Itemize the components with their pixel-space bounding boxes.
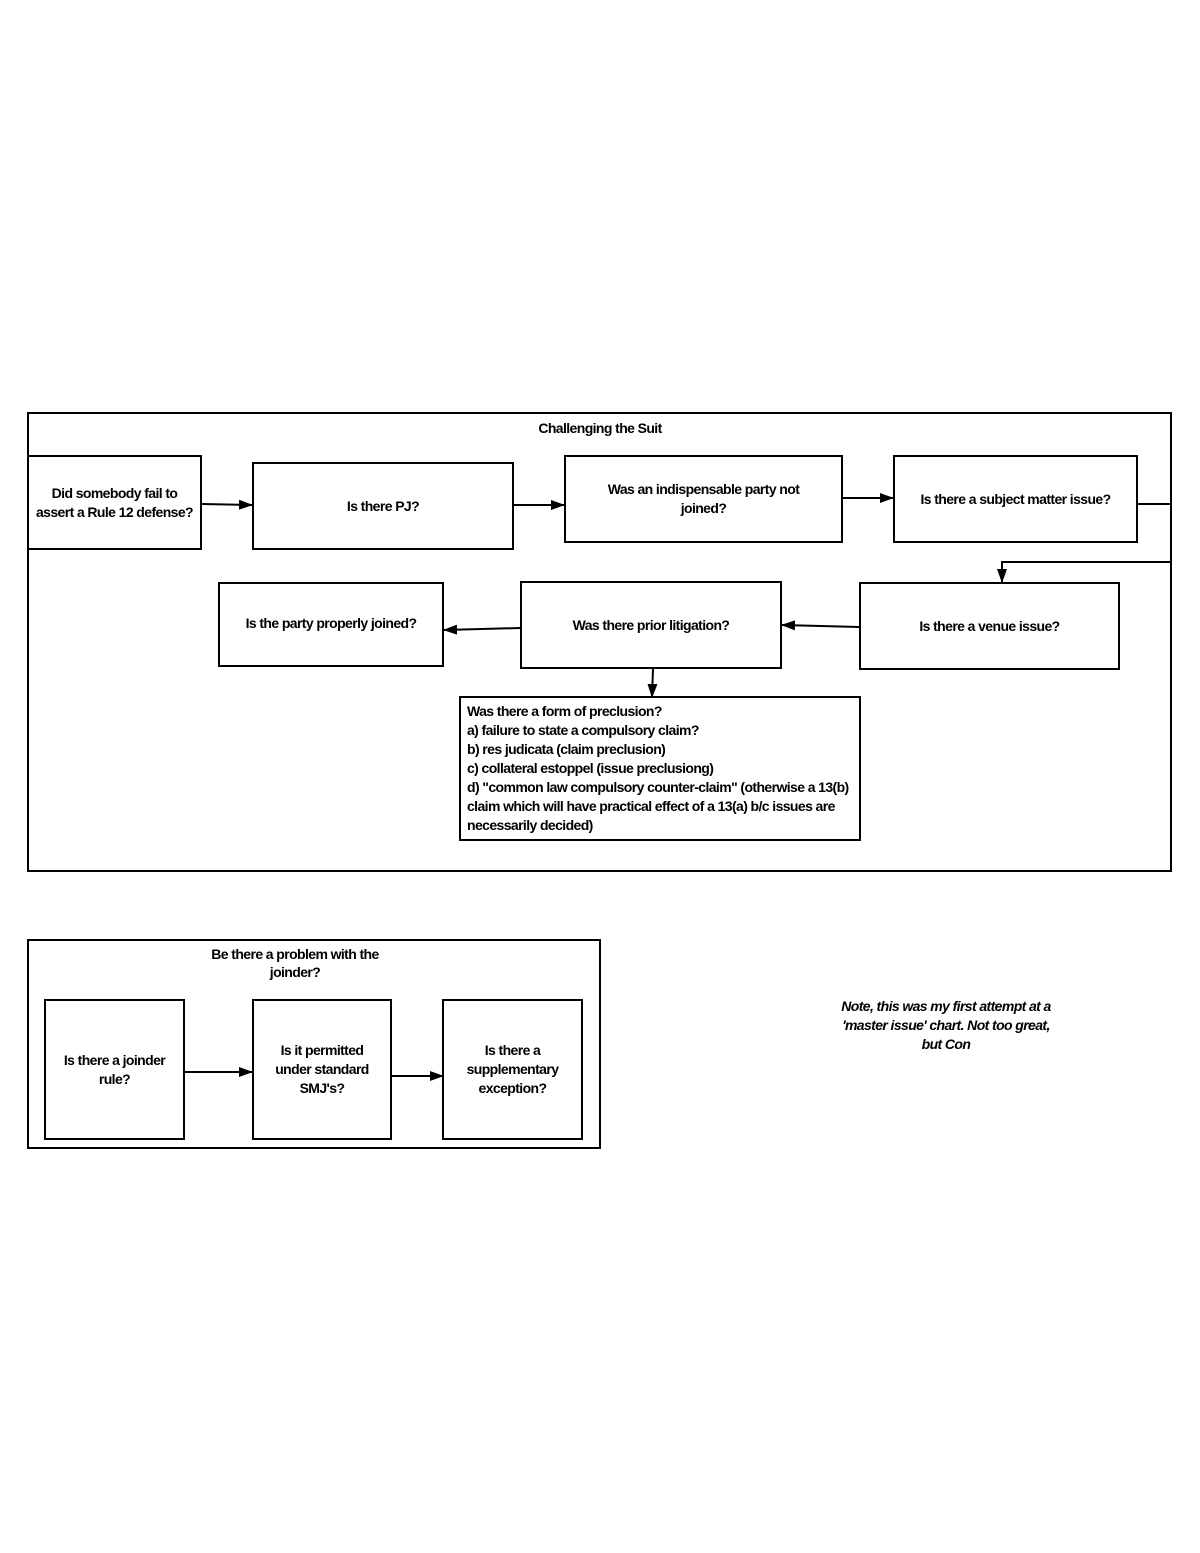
joinder-problem-title: Be there a problem with the joinder? [211,946,379,980]
challenging-the-suit-title: Challenging the Suit [538,420,662,436]
venue-box: Is there a venue issue? [859,582,1120,670]
properly-joined-box: Is the party properly joined? [218,582,444,667]
indispensable-party-box: Was an indispensable party not joined? [564,455,843,543]
joinder-problem-frame [27,939,601,1149]
preclusion-item: a) failure to state a compulsory claim? [467,722,699,738]
preclusion-heading: Was there a form of preclusion? [467,703,662,719]
subject-matter-box: Is there a subject matter issue? [893,455,1138,543]
rule12-defense-box: Did somebody fail to assert a Rule 12 de… [27,455,202,550]
supplementary-exception-box: Is there a supplementary exception? [442,999,583,1140]
preclusion-item: d) "common law compulsory counter-claim"… [467,779,849,833]
pj-box: Is there PJ? [252,462,514,550]
permitted-smj-box: Is it permitted under standard SMJ's? [252,999,392,1140]
preclusion-item: c) collateral estoppel (issue preclusion… [467,760,714,776]
preclusion-box: Was there a form of preclusion? a) failu… [459,696,861,841]
challenging-the-suit-frame [27,412,1172,872]
prior-litigation-box: Was there prior litigation? [520,581,782,669]
preclusion-item: b) res judicata (claim preclusion) [467,741,666,757]
joinder-rule-box: Is there a joinder rule? [44,999,185,1140]
author-note: Note, this was my first attempt at a 'ma… [841,998,1051,1052]
